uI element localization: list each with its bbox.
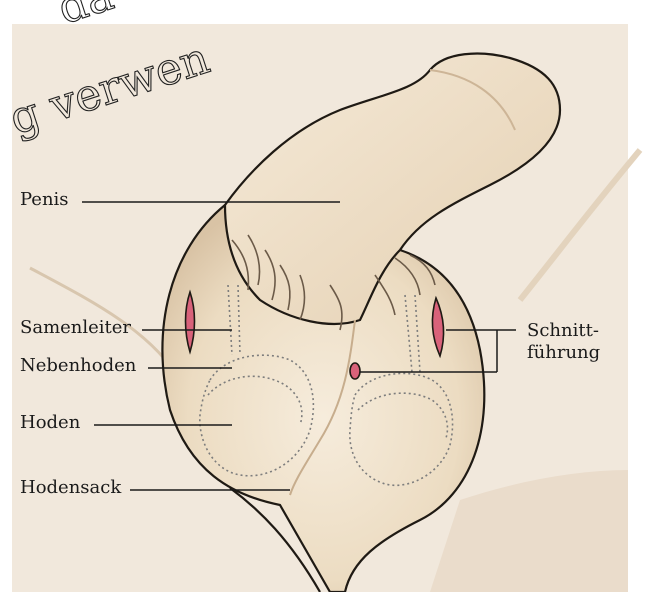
label-hoden: Hoden — [20, 413, 80, 433]
label-hodensack: Hodensack — [20, 478, 121, 498]
label-schnittfuehrung: Schnitt- führung — [527, 320, 600, 364]
label-samenleiter: Samenleiter — [20, 318, 131, 338]
central-incision — [350, 363, 360, 379]
label-penis: Penis — [20, 190, 69, 210]
label-nebenhoden: Nebenhoden — [20, 356, 136, 376]
